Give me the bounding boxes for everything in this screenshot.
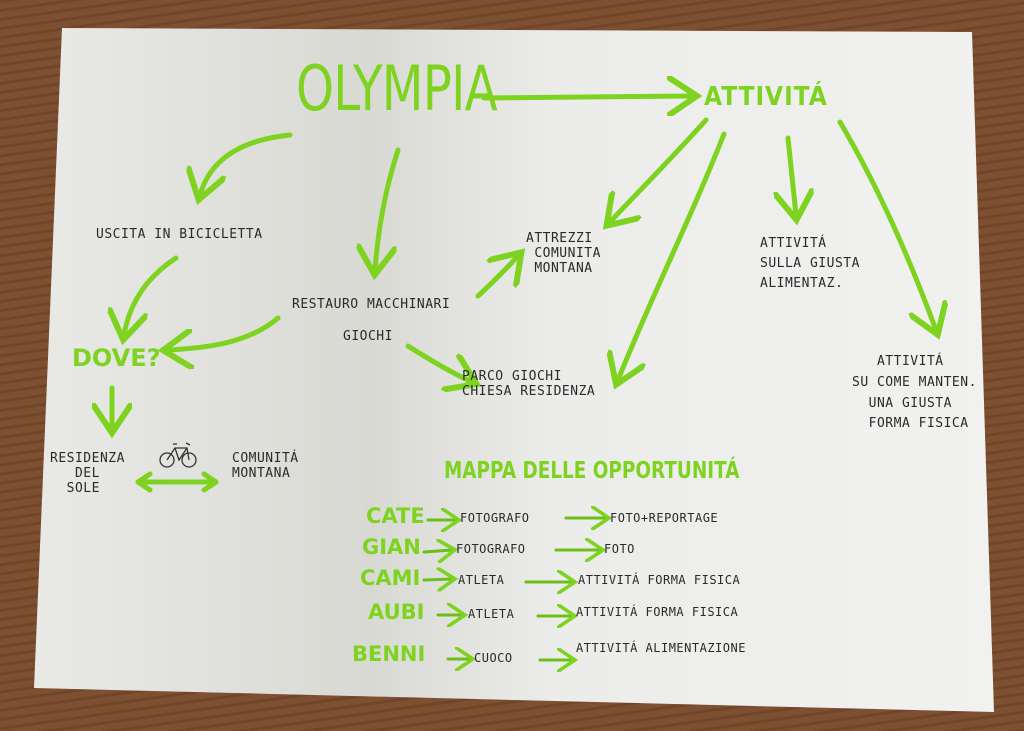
arrow-attivita-attrezzi xyxy=(610,117,709,222)
arrow-attivita-alimentazione xyxy=(788,135,796,215)
node-parco-giochi: PARCO GIOCHI CHIESA RESIDENZA xyxy=(462,369,596,399)
node-giochi: GIOCHI xyxy=(343,329,393,344)
arrow-olympia-attivita xyxy=(481,96,692,98)
node-attivita: ATTIVITÁ xyxy=(704,82,828,112)
legend-role: CUOCO xyxy=(474,651,513,665)
legend-name: CATE xyxy=(366,504,425,528)
legend-activity: ATTIVITÁ FORMA FISICA xyxy=(578,573,741,587)
node-dove: DOVE? xyxy=(72,344,161,372)
legend-activity: FOTO xyxy=(604,542,635,556)
bicycle-icon xyxy=(159,442,197,468)
arrow-restauro-dove xyxy=(168,315,281,350)
legend-role: FOTOGRAFO xyxy=(456,542,526,556)
arrow-uscita-dove xyxy=(124,255,179,335)
node-attivita-alimentazione: ATTIVITÁ SULLA GIUSTA ALIMENTAZ. xyxy=(760,236,860,292)
node-comunita-montana: COMUNITÁ MONTANA xyxy=(232,451,299,481)
legend-activity: FOTO+REPORTAGE xyxy=(610,511,719,525)
legend-activity: ATTIVITÁ FORMA FISICA xyxy=(576,605,739,619)
legend-name: GIAN xyxy=(362,535,421,559)
node-restauro-macchinari: RESTAURO MACCHINARI xyxy=(292,297,451,312)
legend-arrows xyxy=(422,518,606,660)
legend-role: ATLETA xyxy=(468,607,515,621)
paper-surface xyxy=(34,28,994,712)
arrow-attivita-parco xyxy=(618,131,727,380)
node-residenza-del-sole: RESIDENZA DEL SOLE xyxy=(50,451,125,496)
arrow-giochi-parco xyxy=(405,343,472,382)
legend-name: BENNI xyxy=(352,642,426,666)
legend-activity: ATTIVITÁ ALIMENTAZIONE xyxy=(576,641,746,655)
title-olympia: OLYMPIA xyxy=(296,52,498,125)
arrow-restauro-attrezzi xyxy=(475,256,518,299)
legend-name: AUBI xyxy=(368,600,425,624)
legend-role: ATLETA xyxy=(458,573,505,587)
legend-name: CAMI xyxy=(360,566,421,590)
node-attrezzi: ATTREZZI COMUNITA MONTANA xyxy=(526,231,601,276)
arrow-attivita-forma xyxy=(837,119,936,330)
node-attivita-forma-fisica: ATTIVITÁ SU COME MANTEN. UNA GIUSTA FORM… xyxy=(852,354,977,432)
node-uscita-bicicletta: USCITA IN BICICLETTA xyxy=(96,227,263,242)
arrow-olympia-uscita xyxy=(200,132,293,195)
arrow-residenza-comunita-head-right xyxy=(201,471,219,493)
legend-role: FOTOGRAFO xyxy=(460,511,530,525)
arrow-residenza-comunita-head-left xyxy=(135,471,153,493)
legend-title: MAPPA DELLE OPPORTUNITÁ xyxy=(444,458,740,484)
arrow-olympia-restauro xyxy=(375,147,401,270)
